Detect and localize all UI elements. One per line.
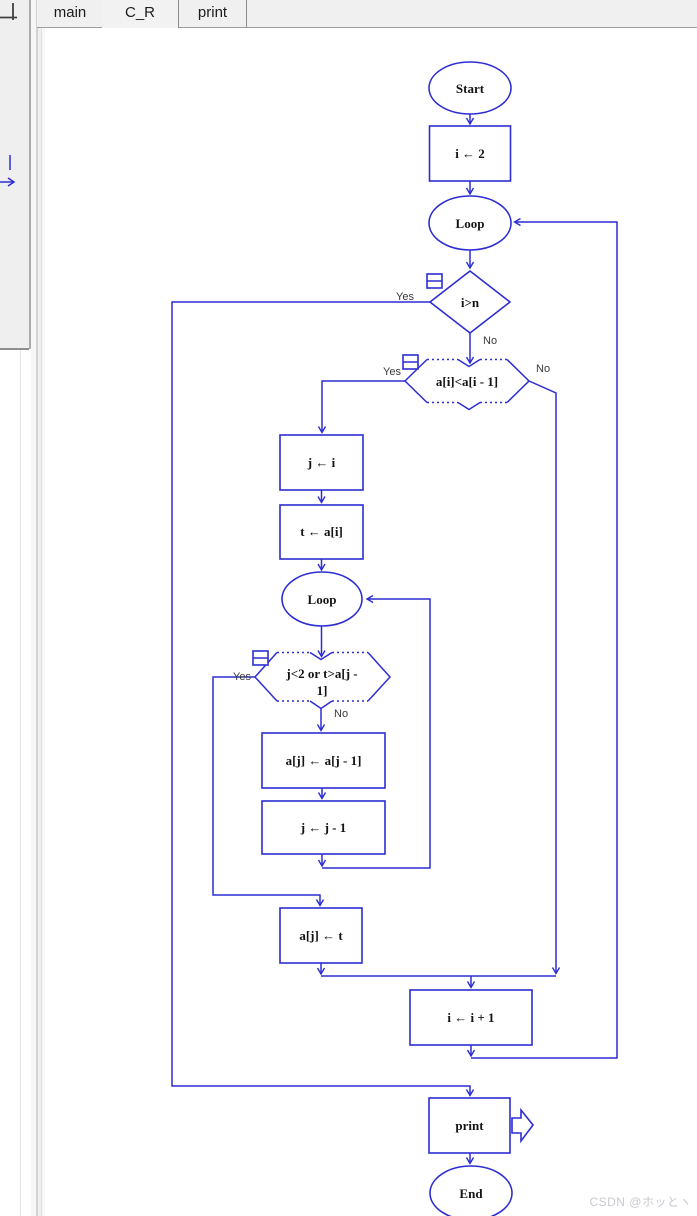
- tab-strip-line: [37, 27, 697, 28]
- branch-yes-label: Yes: [396, 291, 414, 303]
- edge-outer-loopback[interactable]: [471, 217, 618, 1059]
- flowchart-canvas[interactable]: [45, 28, 697, 1216]
- collapse-icon[interactable]: [402, 354, 419, 370]
- branch-no-label: No: [536, 363, 550, 375]
- decision-inner-exit[interactable]: j<2 or t>a[j - 1] Yes No: [233, 650, 392, 720]
- node-end[interactable]: End: [429, 1165, 513, 1216]
- left-panel-top: [0, 0, 29, 348]
- decision-shift-label: a[i]<a[i - 1]: [436, 374, 498, 389]
- node-decrement-j-label: j ← j - 1: [300, 820, 347, 835]
- node-store-t[interactable]: a[j] ← t: [279, 907, 363, 964]
- decision-inner-label-line1: j<2 or t>a[j -: [285, 666, 357, 681]
- node-loop-inner-label: Loop: [308, 592, 337, 607]
- tab-bar: main C_R print: [37, 0, 697, 28]
- branch-yes-label: Yes: [233, 671, 251, 683]
- node-assign-t-ai-label: t ← a[i]: [300, 524, 343, 539]
- decision-i-gt-n[interactable]: i>n Yes No: [396, 269, 512, 347]
- panel-edge-line: [29, 0, 31, 349]
- tab-print-label: print: [197, 4, 228, 21]
- node-start[interactable]: Start: [428, 61, 512, 115]
- node-call-print-label: print: [455, 1118, 484, 1133]
- edge-shift-no[interactable]: [528, 380, 561, 975]
- left-panel-border-line: [20, 350, 21, 1216]
- flow-edges: [171, 114, 618, 1165]
- decision-i-gt-n-label: i>n: [461, 295, 480, 310]
- edge-shift-yes[interactable]: [317, 380, 405, 434]
- perpendicular-icon: [0, 3, 17, 20]
- call-out-arrow-icon: [511, 1107, 535, 1144]
- node-start-label: Start: [456, 81, 485, 96]
- branch-no-label: No: [483, 335, 497, 347]
- decision-shift-needed[interactable]: a[i]<a[i - 1] Yes No: [383, 354, 550, 411]
- node-assign-j-i-label: j ← i: [307, 455, 336, 470]
- node-assign-t-ai[interactable]: t ← a[i]: [279, 504, 364, 560]
- watermark: CSDN @ホッとヽ: [589, 1195, 692, 1209]
- decision-inner-label-line2: 1]: [317, 683, 328, 698]
- node-loop-outer[interactable]: Loop: [428, 195, 512, 251]
- left-panel-divider: [0, 348, 29, 350]
- tab-c-r[interactable]: C_R: [102, 0, 179, 28]
- node-store-t-label: a[j] ← t: [299, 928, 343, 943]
- tab-print[interactable]: print: [179, 0, 247, 27]
- node-assign-i-2-label: i ← 2: [455, 146, 485, 161]
- branch-yes-label: Yes: [383, 366, 401, 378]
- node-increment-i-label: i ← i + 1: [447, 1010, 494, 1025]
- node-shift-element[interactable]: a[j] ← a[j - 1]: [261, 732, 386, 789]
- node-call-print[interactable]: print: [428, 1097, 535, 1154]
- node-assign-j-i[interactable]: j ← i: [279, 434, 364, 491]
- edge-inner-yes[interactable]: [212, 676, 325, 907]
- branch-no-label: No: [334, 708, 348, 720]
- node-decrement-j[interactable]: j ← j - 1: [261, 800, 386, 855]
- tab-c-r-label: C_R: [124, 4, 155, 21]
- edge-yes-exit-to-print[interactable]: [171, 301, 475, 1097]
- node-shift-element-label: a[j] ← a[j - 1]: [286, 753, 362, 768]
- collapse-icon[interactable]: [252, 650, 269, 666]
- node-loop-inner[interactable]: Loop: [281, 571, 363, 627]
- node-increment-i[interactable]: i ← i + 1: [409, 989, 533, 1046]
- collapse-icon[interactable]: [426, 273, 443, 289]
- tab-main[interactable]: main: [38, 0, 103, 27]
- splitter[interactable]: [31, 0, 45, 1216]
- node-assign-i-2[interactable]: i ← 2: [428, 125, 512, 182]
- call-symbol-partial-icon: [0, 155, 16, 187]
- tab-main-label: main: [53, 4, 87, 21]
- node-loop-outer-label: Loop: [456, 216, 485, 231]
- edge-inner-loopback[interactable]: [322, 594, 431, 869]
- left-panel-bottom: [0, 350, 29, 1216]
- node-end-label: End: [459, 1186, 483, 1201]
